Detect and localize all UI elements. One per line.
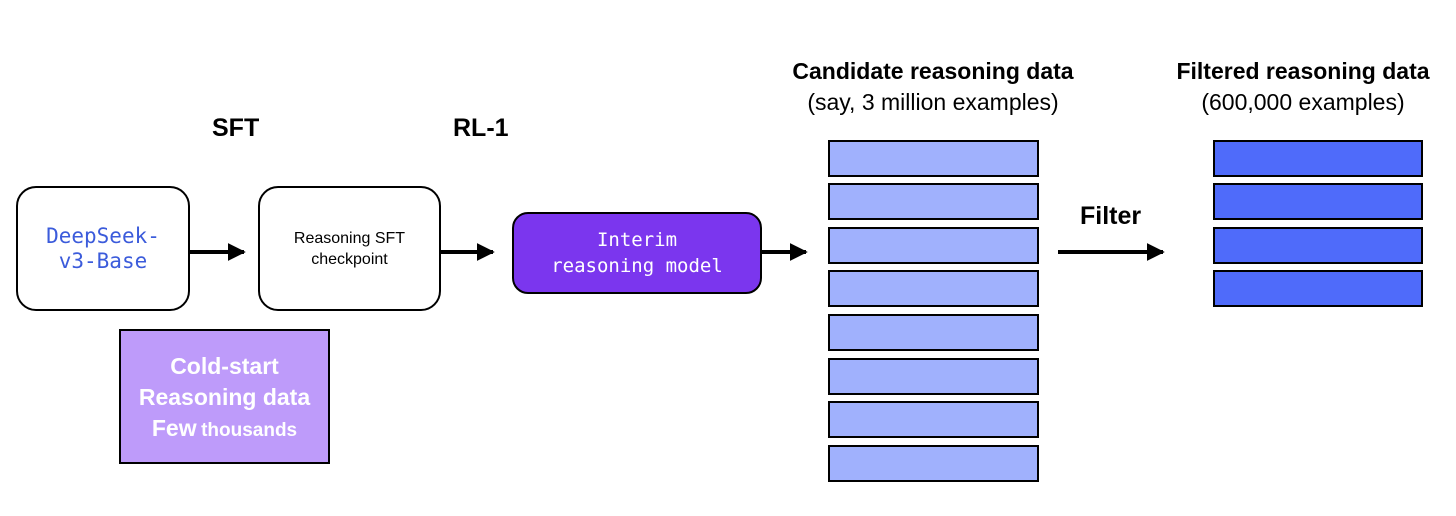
candidate-row <box>828 227 1039 264</box>
candidate-row <box>828 445 1039 482</box>
interim-model-node: Interim reasoning model <box>512 212 762 294</box>
sft-checkpoint-node: Reasoning SFT checkpoint <box>258 186 441 311</box>
base-model-label: DeepSeek- v3-Base <box>46 223 160 273</box>
cold-start-thousands: thousands <box>201 420 298 441</box>
base-model-node: DeepSeek- v3-Base <box>16 186 190 311</box>
filtered-row <box>1213 227 1423 264</box>
candidate-data-header: Candidate reasoning data (say, 3 million… <box>765 56 1101 118</box>
rl-label: RL-1 <box>453 114 509 142</box>
candidate-row <box>828 140 1039 177</box>
filter-label: Filter <box>1080 202 1142 230</box>
candidate-row <box>828 270 1039 307</box>
candidate-subtitle: (say, 3 million examples) <box>807 89 1059 115</box>
filtered-row <box>1213 270 1423 307</box>
filtered-row <box>1213 140 1423 177</box>
candidate-row <box>828 358 1039 395</box>
cold-start-line3: Few thousands <box>121 413 328 447</box>
filtered-data-header: Filtered reasoning data (600,000 example… <box>1150 56 1456 118</box>
filtered-title: Filtered reasoning data <box>1176 58 1430 84</box>
sft-checkpoint-label: Reasoning SFT checkpoint <box>293 229 406 268</box>
cold-start-few: Few <box>151 415 197 441</box>
cold-start-line1: Cold-start <box>170 353 279 379</box>
candidate-title: Candidate reasoning data <box>792 58 1074 84</box>
candidate-row <box>828 401 1039 438</box>
candidate-row <box>828 314 1039 351</box>
cold-start-data-box: Cold-start Reasoning data Few thousands <box>119 329 330 464</box>
sft-label: SFT <box>212 114 260 142</box>
filtered-row <box>1213 183 1423 220</box>
cold-start-line2: Reasoning data <box>138 384 311 410</box>
filtered-subtitle: (600,000 examples) <box>1201 89 1405 115</box>
candidate-row <box>828 183 1039 220</box>
interim-model-label: Interim reasoning model <box>551 229 723 277</box>
